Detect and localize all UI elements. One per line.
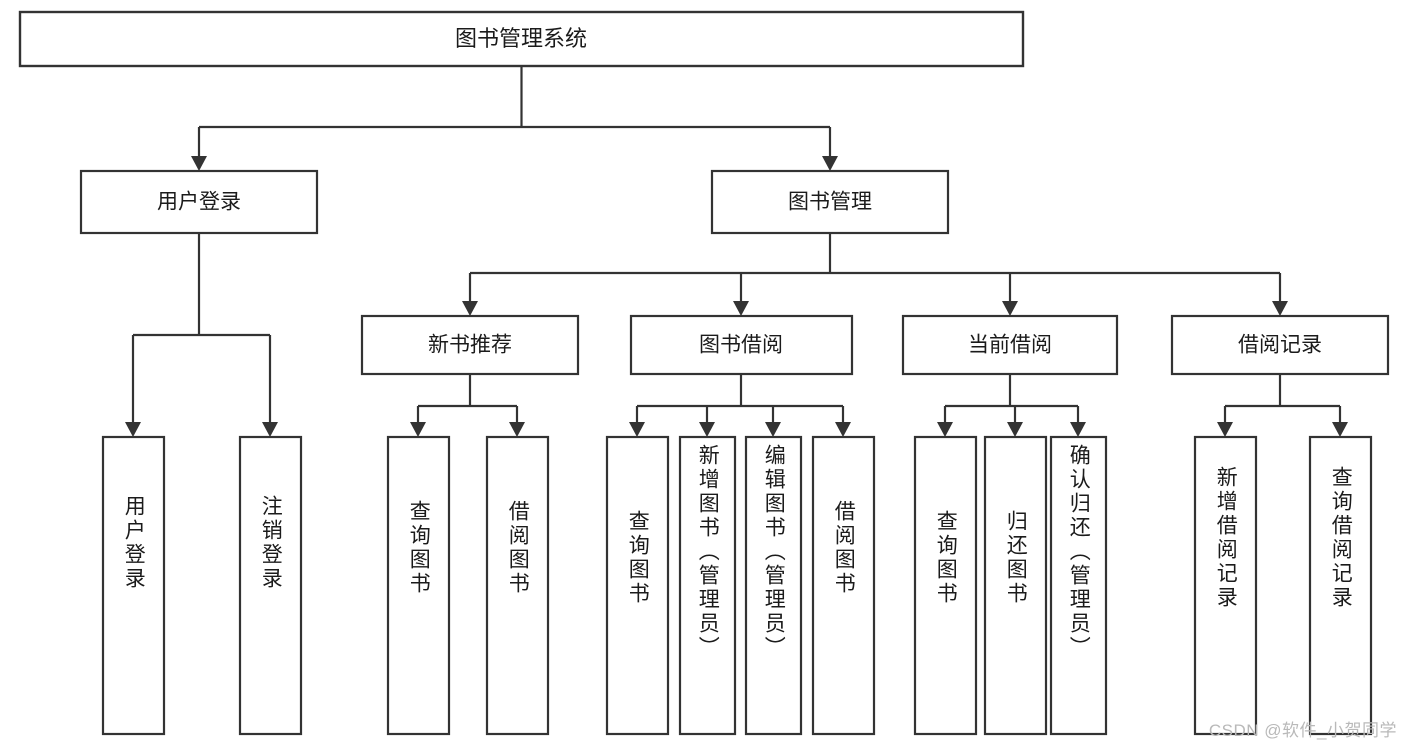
- node-box-leaf-edit-book[interactable]: [744, 435, 803, 736]
- node-box-leaf-query-book-1[interactable]: [386, 435, 451, 736]
- arrow-head-icon: [699, 422, 715, 437]
- node-book-management[interactable]: 图书管理: [710, 169, 950, 235]
- node-box-leaf-borrow-book-1[interactable]: [485, 435, 550, 736]
- arrow-head-icon: [125, 422, 141, 437]
- connectors-newbook-children: [410, 374, 525, 437]
- arrow-head-icon: [1007, 422, 1023, 437]
- node-box-leaf-query-book-3[interactable]: [913, 435, 978, 736]
- node-box-leaf-query-book-2[interactable]: [605, 435, 670, 736]
- node-box-leaf-user-login[interactable]: [101, 435, 166, 736]
- node-box-new-book-recommend[interactable]: [360, 314, 580, 376]
- node-book-borrow[interactable]: 图书借阅: [629, 314, 854, 376]
- arrow-head-icon: [822, 156, 838, 171]
- node-box-leaf-confirm-return[interactable]: [1049, 435, 1108, 736]
- arrow-head-icon: [191, 156, 207, 171]
- node-label-current-borrow: 当前借阅: [968, 334, 1052, 357]
- node-box-borrow-record[interactable]: [1170, 314, 1390, 376]
- node-borrow-record[interactable]: 借阅记录: [1170, 314, 1390, 376]
- arrow-head-icon: [410, 422, 426, 437]
- connectors-currentborrow-children: [937, 374, 1086, 437]
- csdn-watermark: CSDN @软件_小贺同学: [1208, 721, 1397, 740]
- node-label-book-management: 图书管理: [788, 191, 872, 214]
- arrow-head-icon: [509, 422, 525, 437]
- node-current-borrow[interactable]: 当前借阅: [901, 314, 1119, 376]
- arrow-head-icon: [937, 422, 953, 437]
- node-box-current-borrow[interactable]: [901, 314, 1119, 376]
- node-box-user-login[interactable]: [79, 169, 319, 235]
- connectors-borrowrecord-children: [1217, 374, 1348, 437]
- arrow-head-icon: [1272, 301, 1288, 316]
- node-new-book-recommend[interactable]: 新书推荐: [360, 314, 580, 376]
- arrow-head-icon: [462, 301, 478, 316]
- arrow-head-icon: [1070, 422, 1086, 437]
- arrow-head-icon: [733, 301, 749, 316]
- node-box-leaf-logout[interactable]: [238, 435, 303, 736]
- node-label-book-borrow: 图书借阅: [699, 334, 783, 357]
- node-box-leaf-query-record[interactable]: [1308, 435, 1373, 736]
- node-box-leaf-add-record[interactable]: [1193, 435, 1258, 736]
- node-box-leaf-add-book[interactable]: [678, 435, 737, 736]
- arrow-head-icon: [1332, 422, 1348, 437]
- arrow-head-icon: [835, 422, 851, 437]
- node-label-root: 图书管理系统: [455, 26, 587, 51]
- arrow-head-icon: [1217, 422, 1233, 437]
- arrow-head-icon: [1002, 301, 1018, 316]
- arrow-head-icon: [262, 422, 278, 437]
- connectors-bookmgmt: [462, 233, 1288, 316]
- node-box-leaf-return-book[interactable]: [983, 435, 1048, 736]
- node-box-root[interactable]: [18, 10, 1025, 68]
- node-root[interactable]: 图书管理系统: [18, 10, 1025, 68]
- arrow-head-icon: [629, 422, 645, 437]
- node-label-user-login: 用户登录: [157, 191, 241, 214]
- node-label-new-book-recommend: 新书推荐: [428, 334, 512, 357]
- node-label-borrow-record: 借阅记录: [1238, 334, 1322, 357]
- connectors-borrowbook-children: [629, 374, 851, 437]
- node-box-leaf-borrow-book-2[interactable]: [811, 435, 876, 736]
- node-box-book-borrow[interactable]: [629, 314, 854, 376]
- connectors-userlogin-children: [125, 233, 278, 437]
- node-box-book-management[interactable]: [710, 169, 950, 235]
- node-user-login[interactable]: 用户登录: [79, 169, 319, 235]
- connectors-root: [191, 66, 838, 171]
- arrow-head-icon: [765, 422, 781, 437]
- leaf-boxes: [101, 435, 1373, 736]
